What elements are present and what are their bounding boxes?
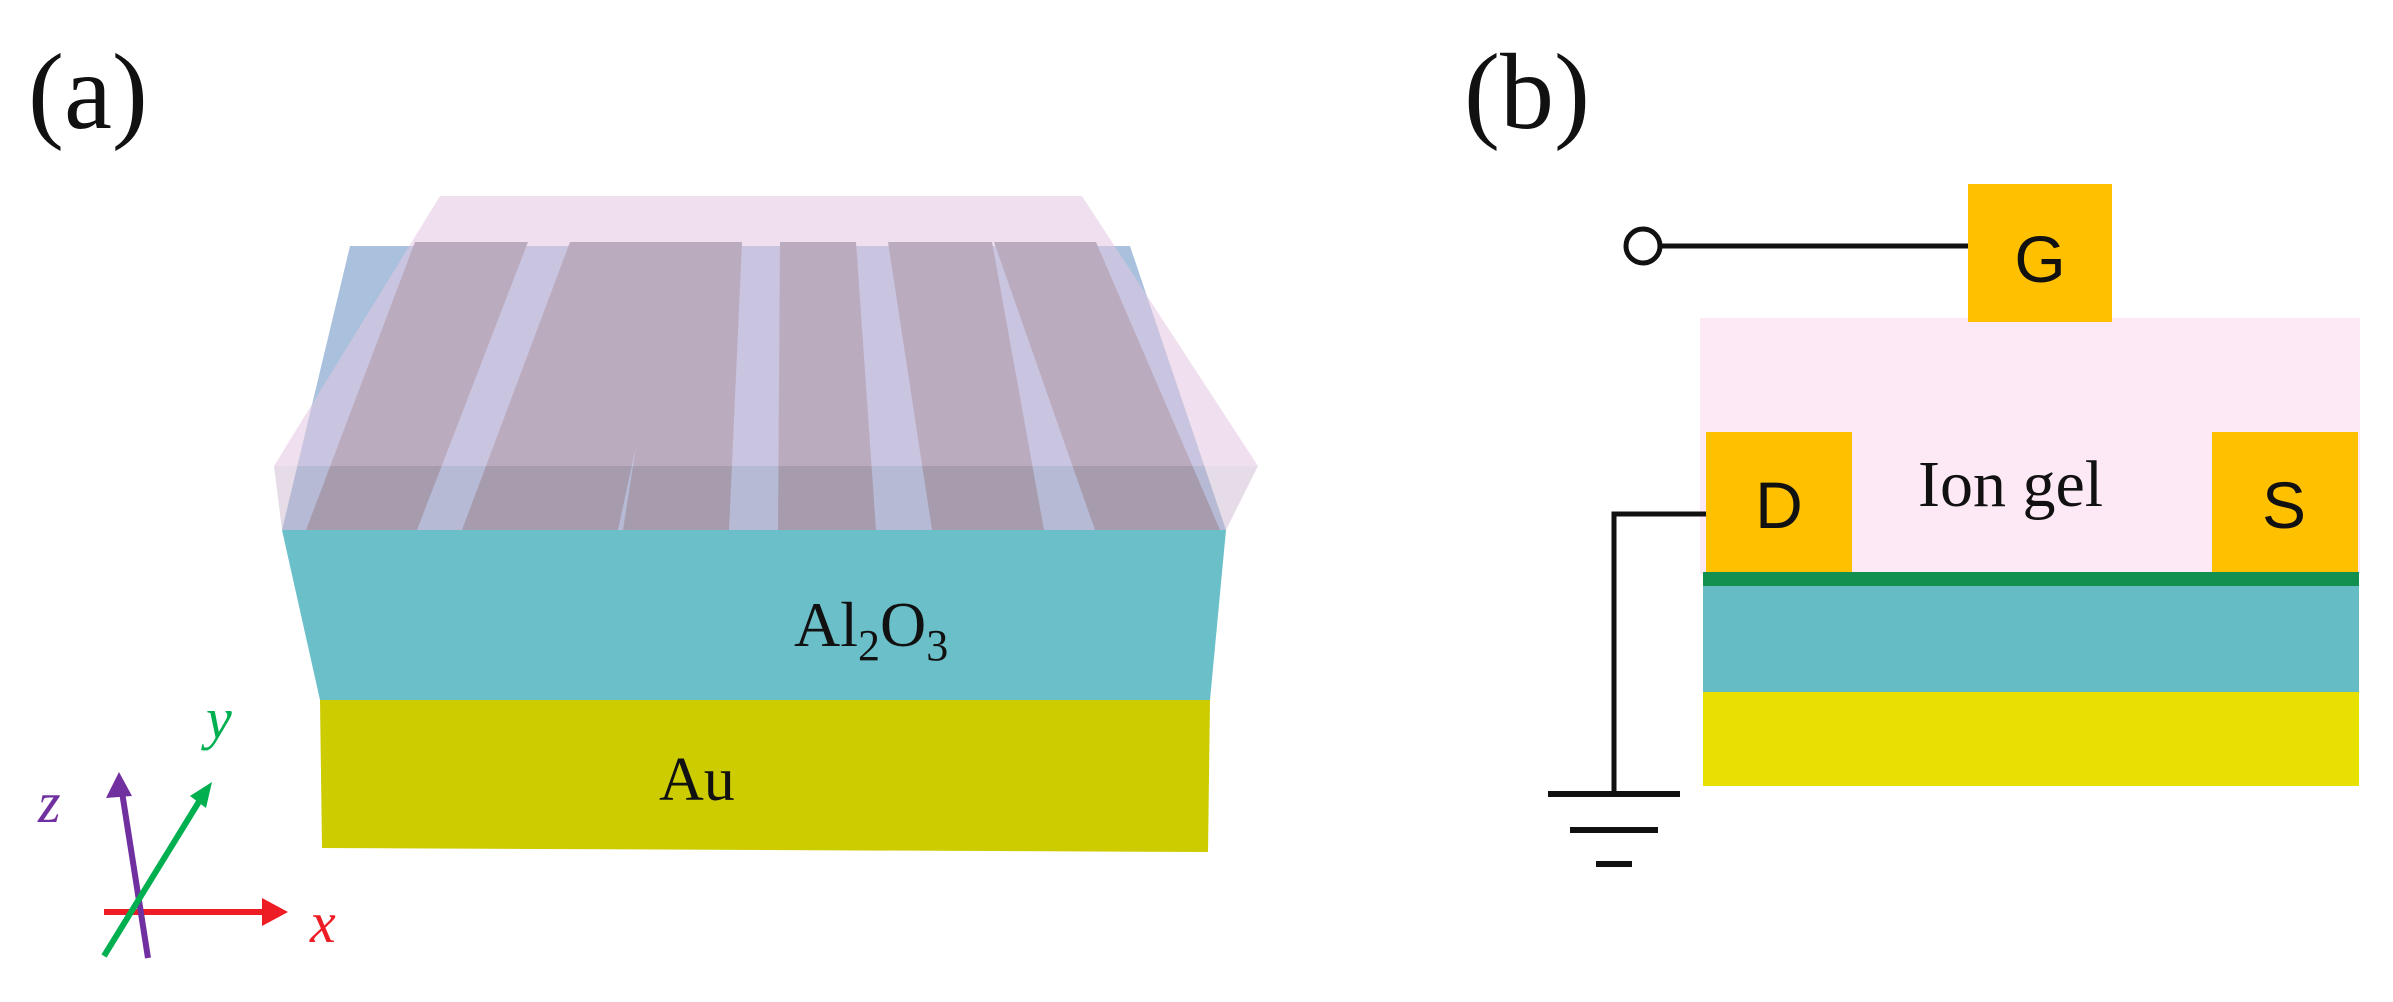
panel-a: (a) Al2O3 Au x y bbox=[28, 33, 1258, 959]
panel-b: (b) Ion gel G D S bbox=[1464, 33, 2360, 867]
ion-gel-cover-top bbox=[274, 196, 1258, 466]
ion-gel-cover-front bbox=[274, 466, 1258, 530]
dielectric-layer bbox=[1703, 586, 2359, 692]
ion-gel-label: Ion gel bbox=[1918, 448, 2103, 521]
x-axis-label: x bbox=[309, 890, 336, 955]
ground-icon bbox=[1548, 791, 1680, 867]
drain-label: D bbox=[1755, 468, 1803, 542]
drain-electrode bbox=[1706, 432, 1852, 572]
x-axis-arrowhead bbox=[262, 898, 288, 926]
panel-a-label: (a) bbox=[28, 33, 148, 152]
y-axis-label: y bbox=[201, 686, 232, 751]
gate-label: G bbox=[2014, 222, 2065, 296]
coordinate-axes: x y z bbox=[37, 686, 336, 959]
panel-b-label: (b) bbox=[1464, 33, 1590, 152]
source-electrode bbox=[2212, 432, 2358, 572]
z-axis-label: z bbox=[37, 770, 61, 835]
al2o3-label: Al2O3 bbox=[794, 589, 948, 670]
source-label: S bbox=[2262, 468, 2306, 542]
metal-layer bbox=[1703, 692, 2359, 786]
z-axis-arrowhead bbox=[106, 772, 132, 798]
y-axis-arrowhead bbox=[190, 782, 212, 808]
al2o3-layer bbox=[282, 530, 1226, 700]
y-axis-arrow bbox=[101, 798, 203, 958]
graphene-layer bbox=[1703, 572, 2359, 586]
au-layer bbox=[320, 700, 1210, 852]
z-axis-arrow bbox=[119, 791, 151, 959]
drain-ground-wire bbox=[1611, 511, 1706, 794]
gate-terminal bbox=[1623, 226, 1663, 266]
gate-electrode bbox=[1968, 184, 2112, 322]
au-label: Au bbox=[659, 746, 735, 814]
